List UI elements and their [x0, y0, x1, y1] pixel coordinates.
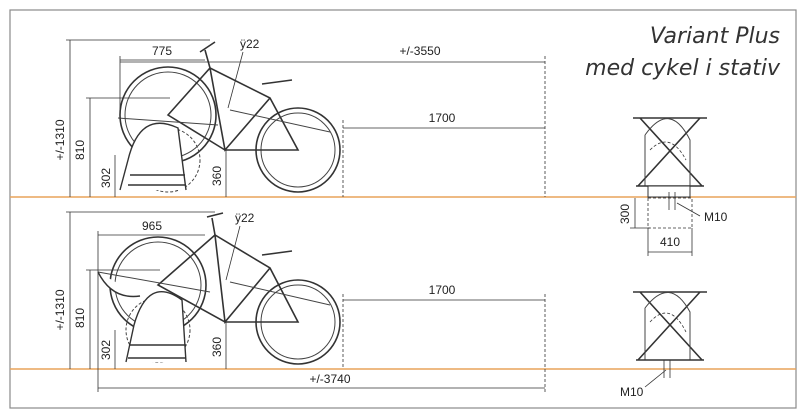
- top-saddle: [261, 79, 293, 85]
- foundation-label-m10: M10: [704, 210, 728, 224]
- bottom-label-height-total: +/-1310: [53, 289, 67, 330]
- bottom-label-810: 810: [73, 308, 87, 328]
- top-side-view: [633, 117, 707, 198]
- top-side-rack-cross: [633, 117, 707, 187]
- bottom-handlebar: [206, 212, 224, 236]
- top-label-1700: 1700: [429, 111, 456, 125]
- bottom-label-tube: ÿ22: [235, 211, 255, 225]
- top-dimensions: +/-1310 810 302 360 775 ÿ22 +/-3550 1700: [53, 37, 546, 197]
- bottom-rack-hoop: [125, 290, 187, 363]
- bottom-label-1700: 1700: [429, 283, 456, 297]
- top-side-rack-hoop: [644, 118, 691, 186]
- bottom-leader-tube: [225, 225, 241, 281]
- bottom-label-965: 965: [142, 219, 162, 233]
- bottom-dimensions: +/-1310 810 302 360 965 ÿ22 1700 +/-3740: [53, 211, 546, 392]
- bottom-rack-base: [128, 344, 186, 359]
- bottom-bicycle-view: [97, 212, 341, 365]
- top-label-775: 775: [152, 44, 172, 58]
- top-side-wheel-dash: [649, 141, 687, 161]
- bottom-label-360: 360: [210, 337, 224, 357]
- bottom-bike-seat-tube: [214, 234, 271, 324]
- top-rack-base: [128, 174, 186, 186]
- top-handlebar: [199, 41, 216, 69]
- title-line-2: med cykel i stativ: [585, 56, 780, 81]
- top-label-tube: ÿ22: [240, 37, 260, 51]
- bottom-rack-arm: [97, 271, 141, 298]
- title-line-1: Variant Plus: [649, 24, 780, 49]
- bottom-side-rack-cross: [633, 291, 707, 361]
- bottom-fenders: [97, 271, 331, 306]
- bottom-side-wheel-dash: [649, 312, 687, 333]
- bottom-label-302: 302: [99, 340, 113, 360]
- bottom-side-label-m10: M10: [620, 385, 644, 399]
- top-label-360: 360: [210, 166, 224, 186]
- top-fenders: [117, 109, 331, 133]
- foundation-detail: 300 410 M10: [618, 192, 728, 256]
- foundation-leader-m10: [676, 202, 701, 217]
- top-label-810: 810: [73, 140, 87, 160]
- top-bike-frame: [166, 67, 300, 151]
- top-label-3550: +/-3550: [399, 44, 440, 58]
- top-leader-tube: [227, 51, 244, 109]
- foundation-block: [647, 197, 693, 229]
- top-bicycle-view: [117, 41, 341, 193]
- top-label-height-total: +/-1310: [53, 119, 67, 160]
- drawing-border: [9, 9, 797, 409]
- bottom-saddle: [261, 250, 293, 256]
- top-rack-hoop: [119, 122, 187, 191]
- bottom-side-rack-hoop: [644, 291, 691, 360]
- bottom-side-leader-m10: [644, 369, 667, 388]
- bottom-bike-frame: [156, 234, 300, 323]
- top-label-302: 302: [99, 168, 113, 188]
- bottom-side-view: M10: [620, 291, 707, 399]
- foundation-label-410: 410: [660, 235, 680, 249]
- foundation-label-300: 300: [618, 204, 632, 224]
- bottom-label-3740: +/-3740: [309, 372, 350, 386]
- top-bike-seat-tube: [209, 67, 271, 152]
